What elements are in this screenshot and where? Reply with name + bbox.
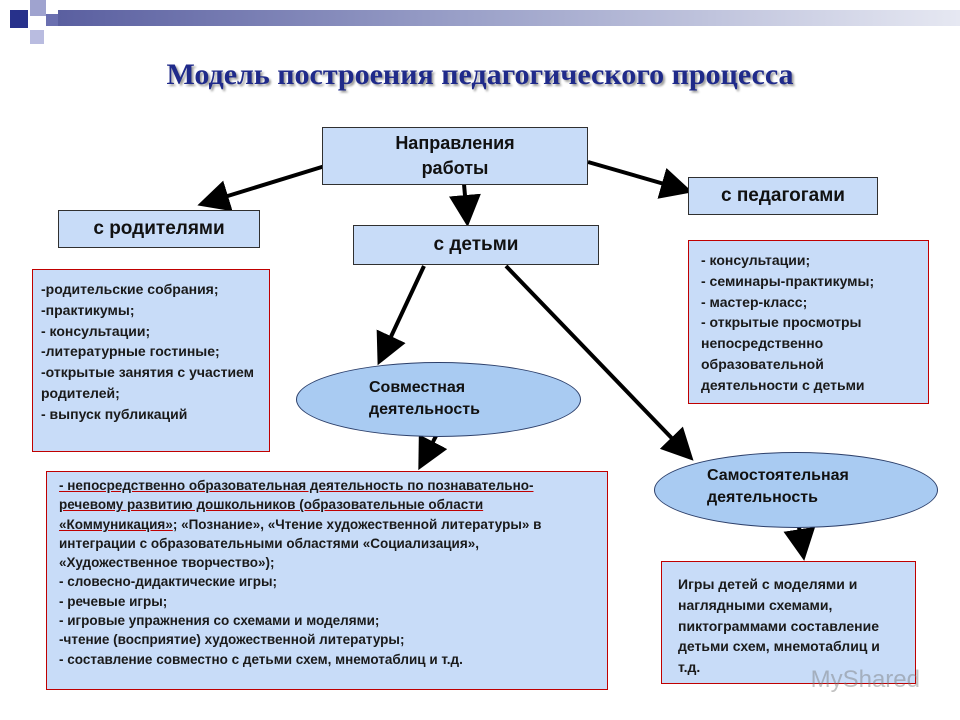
root-node: Направления работы xyxy=(322,127,588,185)
list-item: - непосредственно образовательная деятел… xyxy=(59,476,597,572)
list-item: - игровые упражнения со схемами и моделя… xyxy=(59,613,380,629)
children-node: с детьми xyxy=(353,225,599,265)
arrow-to-joint xyxy=(376,265,426,366)
independent-activity-node: Самостоятельная деятельность xyxy=(654,452,938,528)
independent-activity-box: Игры детей с моделями и наглядными схема… xyxy=(661,561,916,684)
root-label-line2: работы xyxy=(421,158,489,178)
teachers-list: - консультации; - семинары-практикумы; -… xyxy=(688,240,929,404)
joint-activity-list: - непосредственно образовательная деятел… xyxy=(46,471,608,690)
list-item: - словесно-дидактические игры; xyxy=(59,574,278,590)
joint-activity-node: Совместная деятельность xyxy=(296,362,581,437)
list-item: - выпуск публикаций xyxy=(41,405,188,422)
list-item: -открытые занятия с участием родителей; xyxy=(41,364,255,401)
arrow-joint-to-list xyxy=(418,434,448,471)
decor-square xyxy=(46,14,58,26)
list-item: - семинары-практикумы; xyxy=(701,272,875,289)
header-bar xyxy=(58,10,960,26)
decor-square xyxy=(30,0,46,16)
list-item: - мастер-класс; xyxy=(701,293,808,310)
page-title: Модель построения педагогического процес… xyxy=(166,58,794,91)
root-label-line1: Направления xyxy=(395,133,515,153)
list-item: - речевые игры; xyxy=(59,593,168,609)
arrow-to-children xyxy=(449,183,481,227)
list-item-text: ; «Познание», «Чтение художественной лит… xyxy=(59,516,542,571)
arrow-independent-to-box xyxy=(783,526,816,561)
watermark: MyShared xyxy=(810,666,920,693)
parents-node: с родителями xyxy=(58,210,260,248)
decor-square xyxy=(10,10,28,28)
underlined-text: - непосредственно образовательная деятел… xyxy=(59,478,534,532)
list-item: - составление совместно с детьми схем, м… xyxy=(59,651,463,667)
list-item: -практикумы; xyxy=(41,301,135,318)
joint-label-line2: деятельность xyxy=(369,401,480,418)
arrow-to-independent xyxy=(504,264,694,461)
list-item: - консультации; xyxy=(41,322,151,339)
arrow-to-teachers xyxy=(587,160,693,199)
list-item: - консультации; xyxy=(701,252,811,268)
joint-label-line1: Совместная xyxy=(369,379,466,396)
arrow-to-parents xyxy=(197,164,326,212)
list-item: -литературные гостиные; xyxy=(41,343,220,360)
teachers-node: с педагогами xyxy=(688,177,878,215)
parents-list: -родительские собрания; -практикумы; - к… xyxy=(32,269,270,452)
list-item: -родительские собрания; xyxy=(41,281,219,297)
list-item: - открытые просмотры непосредственно обр… xyxy=(701,314,865,393)
independent-text: Игры детей с моделями и наглядными схема… xyxy=(678,576,880,676)
decor-square xyxy=(30,30,44,44)
independent-label-line1: Самостоятельная xyxy=(707,467,849,484)
list-item: -чтение (восприятие) художественной лите… xyxy=(59,632,405,648)
independent-label-line2: деятельность xyxy=(707,489,818,506)
